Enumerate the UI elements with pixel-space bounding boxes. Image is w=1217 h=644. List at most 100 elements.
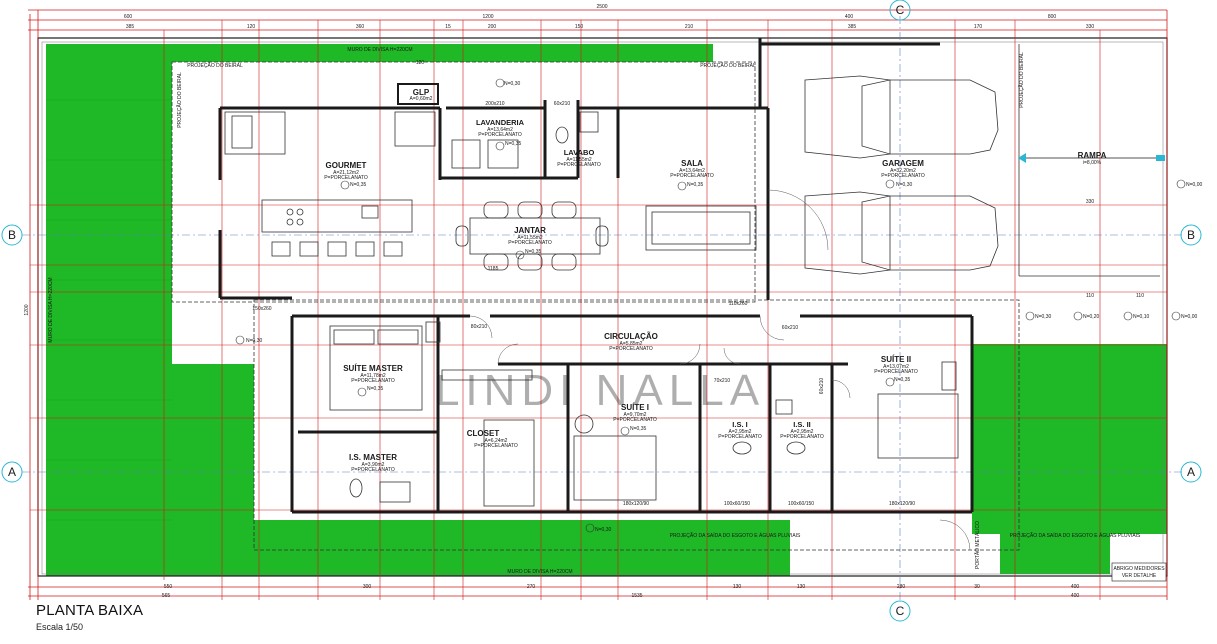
- dim-left-total: 1200: [24, 304, 30, 315]
- note-level-right-1: N=0,30: [1035, 314, 1051, 320]
- dim-top-d: 800: [1048, 14, 1057, 20]
- dim-lavanderia-door: 200x210: [485, 101, 504, 107]
- roof-projection: [171, 44, 1160, 551]
- note-level-rampa: N=0,00: [1186, 182, 1202, 188]
- dim-top-c: 400: [845, 14, 854, 20]
- plot-boundary-inner: [41, 41, 1164, 575]
- room-garagem-floor: P=PORCELANATO: [881, 173, 925, 179]
- axis-label-a-right: A: [1187, 465, 1195, 479]
- room-suite-i-level: N=0,35: [630, 426, 646, 432]
- axis-label-b-right: B: [1187, 228, 1195, 242]
- room-jantar-level: N=0,35: [525, 249, 541, 255]
- ramp-arrow: [1018, 153, 1165, 163]
- room-closet-floor: P=PORCELANATO: [474, 443, 518, 449]
- dim-lavabo-door: 60x210: [554, 101, 571, 107]
- dim-bot-e: 130: [797, 584, 806, 590]
- room-suite-master-floor: P=PORCELANATO: [351, 378, 395, 384]
- room-is-ii-floor: P=PORCELANATO: [780, 434, 824, 440]
- dim-r2-i: 170: [974, 24, 983, 30]
- dim-bot-h: 30: [974, 584, 980, 590]
- note-esgoto-2: PROJEÇÃO DA SAÍDA DO ESGOTO E ÁGUAS PLUV…: [1010, 532, 1141, 539]
- room-gourmet-name: GOURMET: [326, 161, 367, 170]
- dim-door-80: 80x210: [471, 324, 488, 330]
- note-abrigo-1: ABRIGO MEDIDORES: [1113, 566, 1165, 572]
- room-suite-ii-level: N=0,35: [894, 377, 910, 383]
- note-beiral-right: PROJEÇÃO DO BEIRAL: [1018, 52, 1025, 108]
- room-is-i-name: I.S. I: [732, 420, 747, 429]
- room-gourmet-level: N=0,35: [350, 182, 366, 188]
- axis-label-c-top: C: [896, 3, 905, 17]
- room-circulacao-floor: P=PORCELANATO: [609, 346, 653, 352]
- dim-door-70: 70x210: [714, 378, 731, 384]
- dim-bot-f: 280: [897, 584, 906, 590]
- room-closet-area: A=6,24m2: [485, 438, 508, 444]
- room-gourmet-floor: P=PORCELANATO: [324, 175, 368, 181]
- dim-bot-total-c: 400: [1071, 593, 1080, 599]
- dim-door-110: 110x260: [729, 301, 748, 307]
- dim-right-b: 110: [1086, 293, 1094, 299]
- room-rampa-name: RAMPA: [1078, 151, 1107, 160]
- note-level-right-3: N=0,10: [1133, 314, 1149, 320]
- note-muro-bottom: MURO DE DIVISA H=220CM: [507, 569, 572, 575]
- dim-top-b: 1200: [482, 14, 493, 20]
- room-lavanderia-level: N=0,35: [505, 141, 521, 147]
- room-labels: GOURMET A=21,12m2 P=PORCELANATO N=0,35 L…: [324, 88, 1106, 473]
- note-muro-top: MURO DE DIVISA H=220CM: [347, 47, 412, 53]
- room-jantar-area: A=11,55m2: [517, 235, 543, 241]
- room-lavanderia-name: LAVANDERIA: [476, 118, 525, 127]
- dim-glp-width: 120: [416, 60, 425, 66]
- dim-window-is-ii: 100x60/150: [788, 501, 814, 507]
- room-is-ii-name: I.S. II: [793, 420, 811, 429]
- lawn-top: [172, 44, 713, 62]
- room-suite-i-name: SUÍTE I: [621, 403, 649, 412]
- room-sala-level: N=0,35: [687, 182, 703, 188]
- dim-bot-b: 300: [363, 584, 372, 590]
- dim-r2-d: 15: [445, 24, 451, 30]
- dim-window-master: 150x260: [252, 306, 271, 312]
- dim-door-60b: 60x210: [819, 378, 825, 395]
- dim-total-width: 2500: [596, 4, 607, 10]
- dim-top-a: 600: [124, 14, 133, 20]
- room-lavabo-area: A=11,55m2: [566, 157, 592, 163]
- note-level-right-2: N=0,20: [1083, 314, 1099, 320]
- lawn-bottom-left: [172, 364, 254, 576]
- room-is-master-floor: P=PORCELANATO: [351, 467, 395, 473]
- dim-r2-f: 150: [575, 24, 584, 30]
- room-is-master-name: I.S. MASTER: [349, 453, 397, 462]
- note-level-glp: N=0,30: [504, 81, 520, 87]
- room-sala-name: SALA: [681, 159, 703, 168]
- room-garagem-area: A=32,20m2: [890, 168, 916, 174]
- note-abrigo-2: VER DETALHE: [1122, 573, 1157, 579]
- dim-jantar-width: 1185: [488, 266, 499, 272]
- note-portao: PORTÃO METÁLICO: [974, 521, 981, 569]
- lawn-areas: [46, 44, 1167, 576]
- room-lavabo-floor: P=PORCELANATO: [557, 162, 601, 168]
- dim-bot-total-b: 1535: [631, 593, 642, 599]
- title-block: PLANTA BAIXA Escala 1/50: [36, 602, 143, 632]
- room-closet-name: CLOSET: [467, 429, 500, 438]
- note-beiral-left: PROJEÇÃO DO BEIRAL: [176, 72, 183, 128]
- room-gourmet-area: A=21,12m2: [333, 170, 359, 176]
- dim-right-c: 110: [1136, 293, 1144, 299]
- dim-r2-b: 120: [247, 24, 256, 30]
- room-suite-ii-floor: P=PORCELANATO: [874, 369, 918, 375]
- lawn-bottom: [254, 520, 790, 576]
- room-garagem-level: N=0,30: [896, 182, 912, 188]
- room-sala-area: A=13,64m2: [679, 168, 705, 174]
- room-sala-floor: P=PORCELANATO: [670, 173, 714, 179]
- room-suite-i-floor: P=PORCELANATO: [613, 417, 657, 423]
- axis-markers: B B A A C C: [1, 0, 1202, 622]
- lawn-left: [46, 44, 172, 576]
- dim-bot-g: 400: [1071, 584, 1080, 590]
- room-lavanderia-area: A=13,64m2: [487, 127, 513, 133]
- note-beiral-1: PROJEÇÃO DO BEIRAL: [187, 62, 243, 69]
- room-circulacao-name: CIRCULAÇÃO: [604, 332, 658, 341]
- axis-lines: [22, 16, 1185, 600]
- room-is-master-area: A=3,90m2: [362, 462, 385, 468]
- note-muro-left: MURO DE DIVISA H=220CM: [48, 277, 54, 342]
- note-level-bottom: N=0,30: [595, 527, 611, 533]
- dim-r2-h: 385: [848, 24, 857, 30]
- dim-window-is-i: 100x60/150: [724, 501, 750, 507]
- dim-r2-g: 210: [685, 24, 694, 30]
